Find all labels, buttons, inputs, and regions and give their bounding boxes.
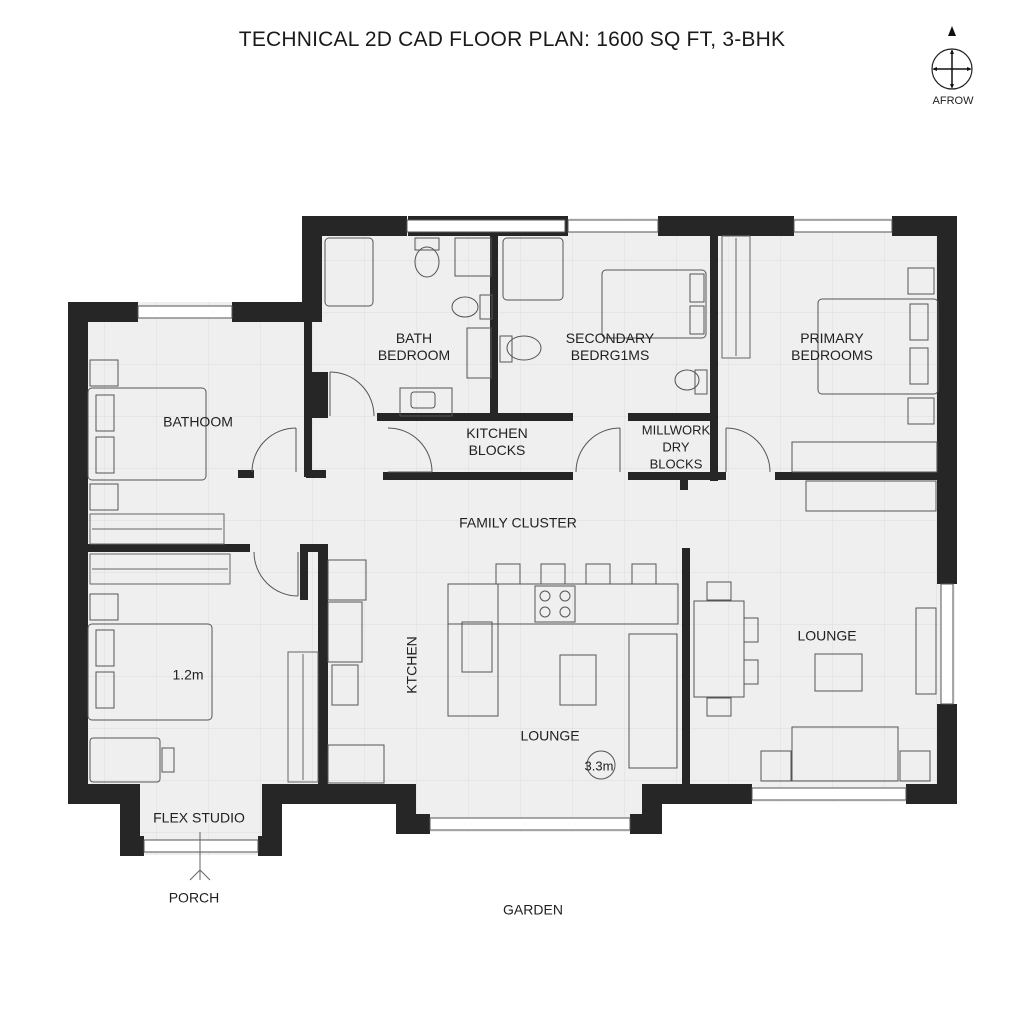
room-label-kitchen: KTCHEN — [403, 636, 420, 694]
exterior-label-porch: PORCH — [168, 889, 220, 906]
room-label-flex-studio: FLEX STUDIO — [153, 809, 245, 826]
wardrobes — [89, 235, 751, 783]
north-arrow-compass-icon — [931, 26, 973, 90]
porch-entry-arrow — [189, 832, 211, 881]
interior-walls — [88, 236, 937, 784]
room-label-secondary-bedrooms: SECONDARY BEDRG1MS — [565, 330, 655, 363]
beds — [87, 267, 939, 783]
dimension-bed-width: 1.2m — [172, 666, 204, 683]
room-label-millwork-dry-blocks: MILLWORK DRY BLOCKS — [641, 422, 711, 472]
room-label-kitchen-blocks: KITCHEN BLOCKS — [466, 425, 528, 458]
kitchen-fixtures — [327, 559, 679, 784]
lounge-furniture — [693, 480, 937, 782]
exterior-label-garden: GARDEN — [503, 901, 563, 918]
room-label-bath-bedroom: BATH BEDROOM — [377, 330, 451, 363]
room-label-family-cluster: FAMILY CLUSTER — [459, 514, 577, 531]
door-swings — [251, 371, 771, 597]
room-label-lounge-right: LOUNGE — [797, 627, 857, 644]
compass-label: AFROW — [932, 95, 974, 107]
room-label-lounge-center: LOUNGE — [520, 727, 580, 744]
room-label-bathoom: BATHOOM — [163, 413, 233, 430]
plan-title: TECHNICAL 2D CAD FLOOR PLAN: 1600 SQ FT,… — [238, 28, 786, 51]
bath-fixtures — [324, 237, 708, 417]
floor-area — [70, 218, 955, 855]
room-label-primary-bedrooms: PRIMARY BEDROOMS — [791, 330, 873, 363]
windows — [137, 219, 954, 853]
dimension-circle: 3.3m — [584, 758, 614, 774]
